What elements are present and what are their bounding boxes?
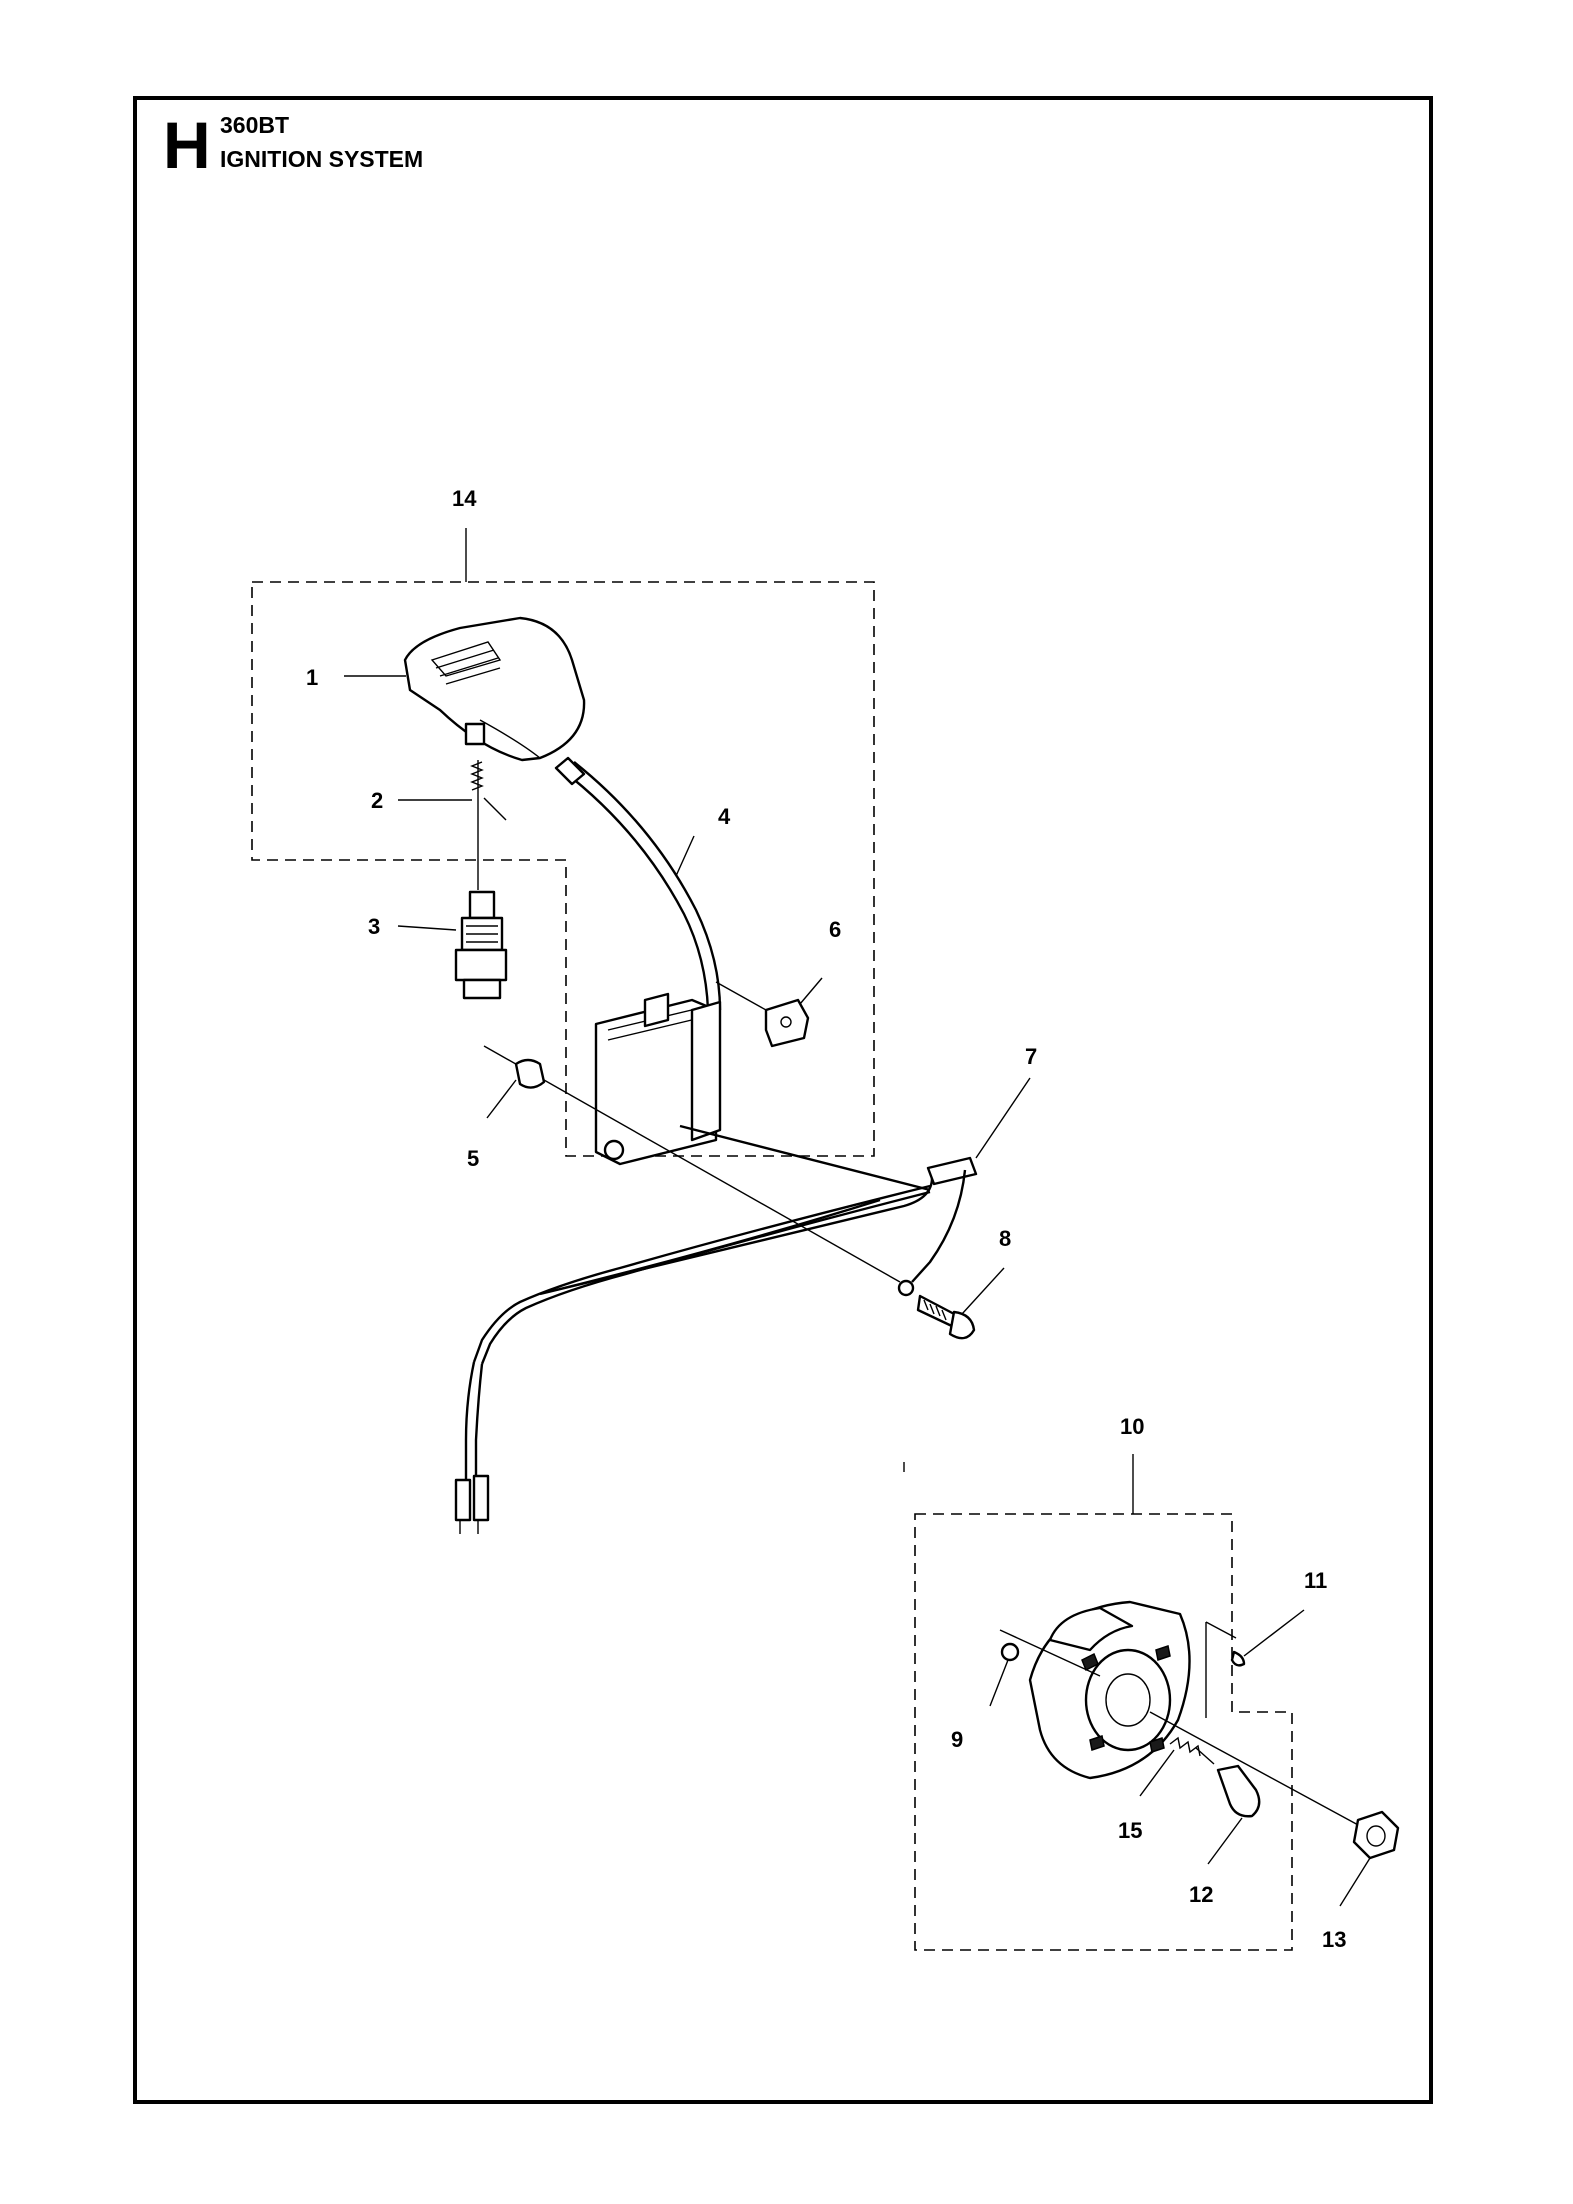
callout-13: 13 xyxy=(1322,1927,1346,1952)
leader-3 xyxy=(397,925,457,931)
callout-6: 6 xyxy=(829,917,841,942)
stop-wire-part xyxy=(454,1124,978,1534)
leader-6 xyxy=(799,977,823,1005)
spark-plug-cover-part xyxy=(403,616,586,762)
ignition-module-part xyxy=(554,756,722,1166)
callout-15: 15 xyxy=(1118,1818,1142,1843)
callout-8: 8 xyxy=(999,1226,1011,1251)
callout-5: 5 xyxy=(467,1146,479,1171)
callout-4: 4 xyxy=(718,804,731,829)
callout-7: 7 xyxy=(1025,1044,1037,1069)
leader-12 xyxy=(1207,1817,1243,1865)
leader-15 xyxy=(1139,1749,1175,1797)
callout-12: 12 xyxy=(1189,1882,1213,1907)
screw-part xyxy=(916,1294,976,1340)
callout-3: 3 xyxy=(368,914,380,939)
key-part xyxy=(1230,1650,1246,1667)
section-letter: H xyxy=(163,108,211,182)
spring-part xyxy=(470,761,507,821)
washer-part xyxy=(1000,1642,1020,1662)
nut-part xyxy=(1149,1711,1400,1860)
callout-10: 10 xyxy=(1120,1414,1144,1439)
spark-plug-part xyxy=(454,760,508,1000)
callout-14: 14 xyxy=(452,486,477,511)
callout-2: 2 xyxy=(371,788,383,813)
flywheel-part xyxy=(999,1600,1237,1780)
callout-11: 11 xyxy=(1304,1568,1327,1593)
callout-1: 1 xyxy=(306,665,318,690)
model-name: 360BT xyxy=(220,112,290,138)
flywheel-group-box xyxy=(914,1513,1293,1951)
section-title: IGNITION SYSTEM xyxy=(220,146,424,172)
spacer-part xyxy=(483,1045,901,1283)
leader-9 xyxy=(989,1659,1009,1707)
leader-8 xyxy=(961,1267,1005,1315)
leader-4 xyxy=(675,835,695,877)
pawl-part xyxy=(1216,1764,1261,1818)
ignition-module-group-box xyxy=(251,581,875,1157)
pawl-spring-part xyxy=(1169,1736,1215,1765)
leader-11 xyxy=(1243,1609,1305,1657)
page-frame xyxy=(133,96,1433,2104)
callout-9: 9 xyxy=(951,1727,963,1752)
leader-13 xyxy=(1339,1857,1371,1907)
leader-5 xyxy=(486,1079,517,1119)
leader-7 xyxy=(975,1077,1031,1159)
grommet-part xyxy=(715,981,810,1048)
